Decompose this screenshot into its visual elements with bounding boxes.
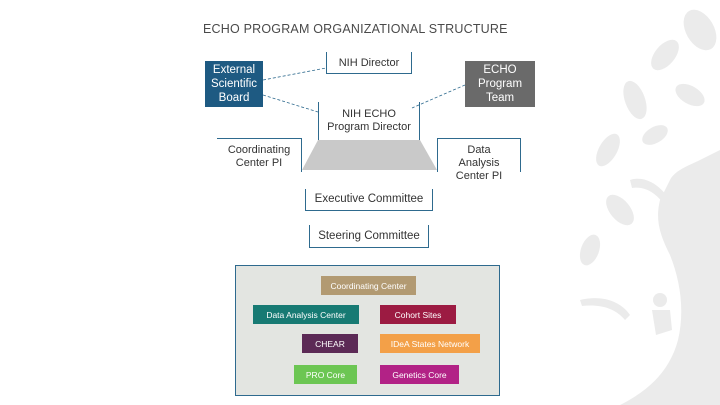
coordinating-center-box: Coordinating Center — [321, 276, 416, 295]
nih-director-node: NIH Director — [326, 52, 412, 74]
tree-illustration — [579, 0, 720, 405]
data-analysis-center-pi-label: Data Analysis Center PI — [455, 144, 503, 182]
pyramid-shape — [302, 140, 437, 170]
pro-core-box: PRO Core — [294, 365, 357, 384]
genetics-core-box: Genetics Core — [380, 365, 459, 384]
steering-committee-label: Steering Committee — [318, 230, 420, 242]
idea-states-network-box: IDeA States Network — [380, 334, 480, 353]
program-team-label: ECHO Program Team — [477, 64, 523, 104]
executive-committee-node: Executive Committee — [305, 189, 433, 211]
program-team-node: ECHO Program Team — [465, 61, 535, 107]
executive-committee-label: Executive Committee — [314, 193, 424, 205]
coordinating-center-pi-node: Coordinating Center PI — [217, 138, 302, 172]
data-analysis-center-box: Data Analysis Center — [253, 305, 359, 324]
external-board-label: External Scientific Board — [210, 64, 258, 104]
external-board-node: External Scientific Board — [205, 61, 263, 107]
program-director-label: NIH ECHO Program Director — [327, 108, 411, 133]
cohort-sites-box: Cohort Sites — [380, 305, 456, 324]
program-director-node: NIH ECHO Program Director — [318, 102, 420, 140]
data-analysis-center-pi-node: Data Analysis Center PI — [437, 138, 521, 182]
chear-box: CHEAR — [302, 334, 358, 353]
coordinating-center-pi-label: Coordinating Center PI — [227, 144, 291, 169]
page-title: ECHO PROGRAM ORGANIZATIONAL STRUCTURE — [203, 22, 508, 36]
steering-committee-node: Steering Committee — [309, 225, 429, 248]
nih-director-label: NIH Director — [338, 57, 400, 69]
